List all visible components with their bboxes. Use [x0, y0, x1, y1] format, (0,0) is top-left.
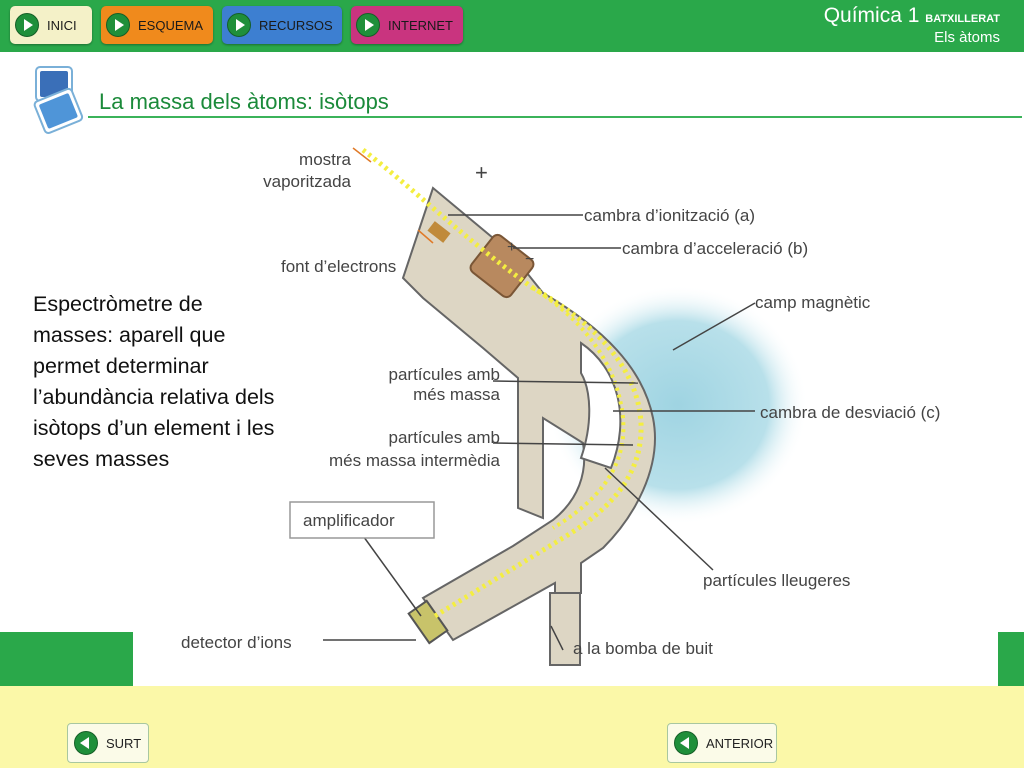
slide-icon: [33, 66, 84, 134]
nav-label-esquema: ESQUEMA: [138, 17, 204, 33]
course-name: Química 1: [823, 4, 920, 27]
previous-label: ANTERIOR: [706, 735, 774, 751]
exit-label: SURT: [106, 735, 142, 751]
label-ionitzacio: cambra d’ionització (a): [584, 206, 755, 225]
ion-beam-inner: [531, 286, 626, 530]
mass-spectrometer-diagram: mostra vaporitzada + cambra d’ionització…: [181, 147, 940, 666]
unit-name: Els àtoms: [934, 29, 1000, 46]
title-underline: [88, 116, 1022, 118]
label-plus-2: +: [507, 239, 516, 256]
electron-source: [427, 221, 451, 243]
bomba-tube: [549, 592, 581, 666]
label-camp: camp magnètic: [755, 293, 871, 312]
label-desviacio: cambra de desviació (c): [760, 403, 940, 422]
play-icon: [106, 13, 130, 37]
label-massa-1: partícules amb: [389, 365, 501, 384]
label-plus-1: +: [475, 160, 488, 185]
slide-body-text: Espectròmetre de masses: aparell que per…: [33, 292, 275, 471]
nav-label-recursos: RECURSOS: [259, 17, 333, 33]
label-bomba: a la bomba de buit: [573, 639, 713, 658]
label-mostra-2: vaporitzada: [263, 172, 351, 191]
course-title: Química 1 BATXILLERAT: [824, 4, 1000, 28]
exit-button[interactable]: SURT: [67, 723, 149, 763]
label-acceleracio: cambra d’acceleració (b): [622, 239, 808, 258]
label-font: font d’electrons: [281, 257, 396, 276]
nav-button-internet[interactable]: INTERNET: [351, 6, 463, 44]
nav-button-inici[interactable]: INICI: [10, 6, 92, 44]
label-massa-2: més massa: [413, 385, 500, 404]
nav-button-esquema[interactable]: ESQUEMA: [101, 6, 213, 44]
play-icon: [356, 13, 380, 37]
label-inter-2: més massa intermèdia: [329, 451, 501, 470]
amplificador-box: [289, 501, 435, 539]
previous-button[interactable]: ANTERIOR: [667, 723, 777, 763]
course-header: Química 1 BATXILLERAT Els àtoms: [824, 4, 1000, 46]
back-arrow-icon: [74, 731, 98, 755]
nav-button-recursos[interactable]: RECURSOS: [222, 6, 342, 44]
leader-lines: [323, 147, 756, 651]
course-level: BATXILLERAT: [925, 13, 1000, 25]
back-arrow-icon: [674, 731, 698, 755]
label-detector: detector d’ions: [181, 633, 292, 652]
play-icon: [227, 13, 251, 37]
deflection-window: [579, 341, 622, 470]
label-minus: −: [525, 251, 534, 268]
play-icon: [15, 13, 39, 37]
label-lleugeres: partícules lleugeres: [703, 571, 850, 590]
footer-panel: [0, 686, 1024, 768]
slide-title: La massa dels àtoms: isòtops: [99, 89, 389, 114]
nav-label-inici: INICI: [47, 17, 77, 33]
label-inter-1: partícules amb: [389, 428, 501, 447]
label-amplificador: amplificador: [303, 511, 395, 530]
nav-label-internet: INTERNET: [388, 17, 453, 33]
label-mostra-1: mostra: [299, 150, 352, 169]
